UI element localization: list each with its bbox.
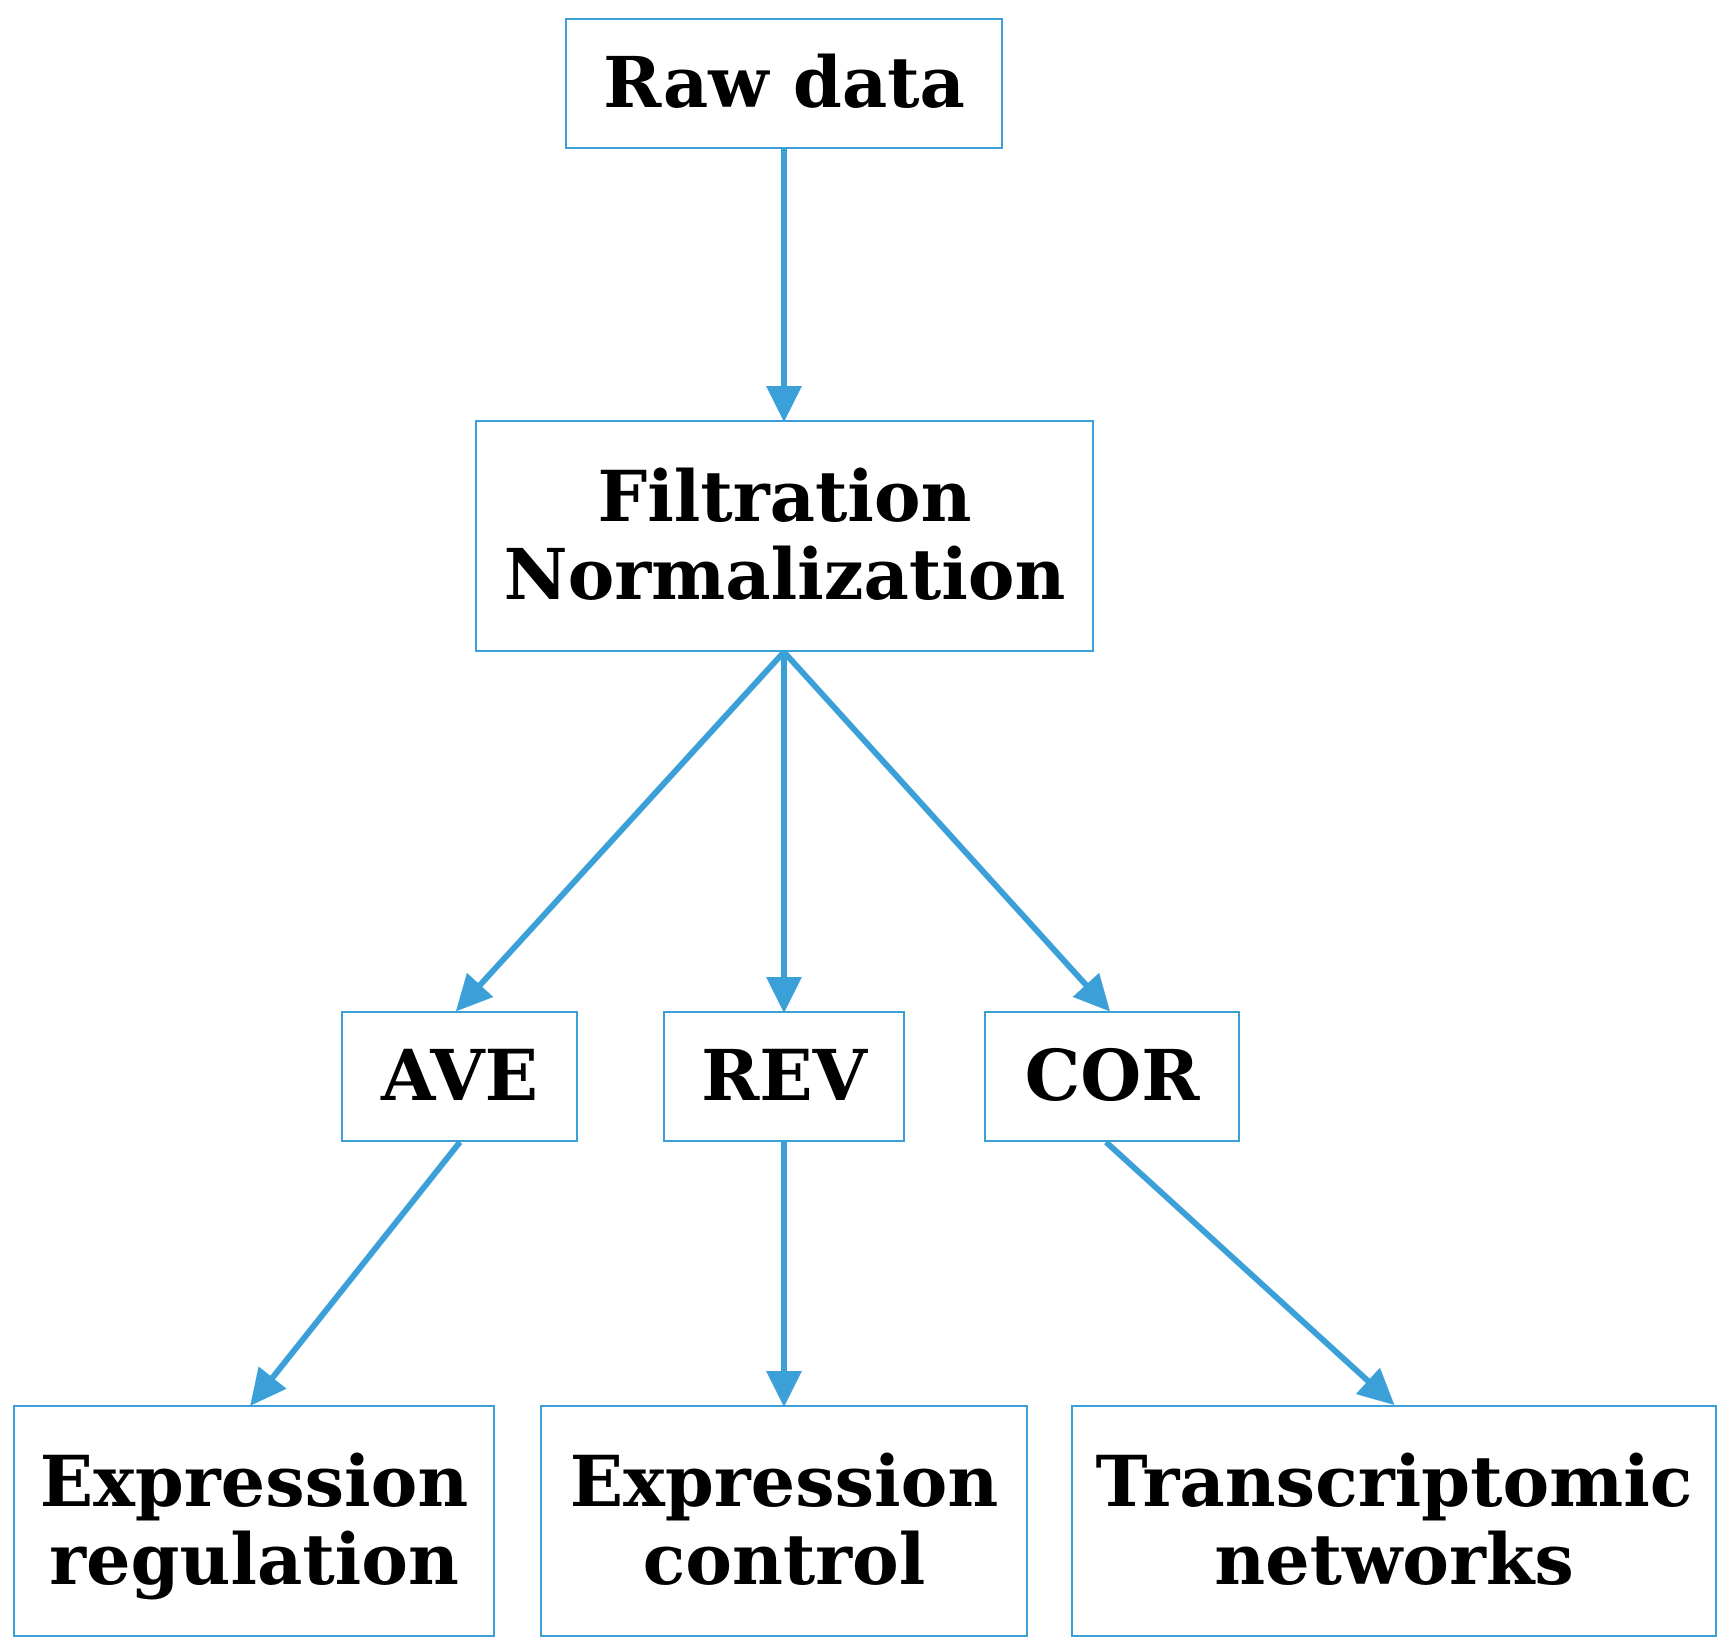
cor-label: COR — [1024, 1034, 1200, 1118]
expression-control-label-line2: control — [642, 1518, 926, 1601]
transcriptomic-networks-box: Transcriptomic networks — [1071, 1405, 1717, 1637]
arrow-filter-to-ave — [455, 649, 787, 1012]
raw-data-label: Raw data — [603, 41, 965, 125]
transcriptomic-networks-label-line2: networks — [1214, 1518, 1574, 1601]
filtration-label: Filtration — [597, 454, 972, 538]
arrow-filter-to-cor — [781, 649, 1111, 1012]
expression-control-label-line1: Expression — [569, 1439, 999, 1523]
raw-data-box: Raw data — [565, 18, 1003, 149]
expression-control-box: Expression control — [540, 1405, 1028, 1637]
rev-label: REV — [701, 1034, 867, 1118]
arrow-cor-to-networks — [1103, 1139, 1395, 1406]
filtration-normalization-box: Filtration Normalization — [475, 420, 1094, 652]
transcriptomic-networks-label-line1: Transcriptomic — [1095, 1439, 1693, 1523]
expression-regulation-box: Expression regulation — [13, 1405, 495, 1637]
ave-box: AVE — [341, 1011, 578, 1142]
expression-regulation-label-line1: Expression — [39, 1439, 469, 1523]
normalization-label: Normalization — [503, 533, 1066, 616]
ave-label: AVE — [381, 1034, 538, 1118]
expression-regulation-label-line2: regulation — [49, 1518, 459, 1601]
arrow-ave-to-regulation — [250, 1140, 463, 1406]
cor-box: COR — [984, 1011, 1240, 1142]
rev-box: REV — [663, 1011, 905, 1142]
